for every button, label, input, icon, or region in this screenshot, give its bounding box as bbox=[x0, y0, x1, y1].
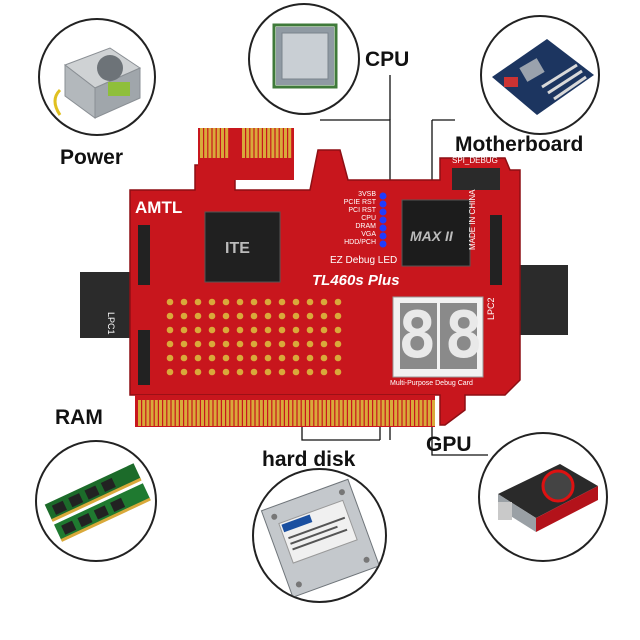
hard-disk-photo bbox=[252, 468, 387, 603]
gpu-label: GPU bbox=[426, 433, 472, 456]
lpc1-label: LPC1 bbox=[106, 312, 116, 335]
right-bracket bbox=[520, 265, 568, 335]
chip-right-marking: MAX II bbox=[410, 228, 453, 244]
board-brand: AMTL bbox=[135, 198, 183, 217]
led-label: 3VSB bbox=[358, 191, 376, 198]
test-pads bbox=[166, 298, 342, 376]
ram-label: RAM bbox=[55, 406, 103, 429]
left-bracket bbox=[80, 272, 130, 338]
led-label: PCIE RST bbox=[343, 199, 376, 206]
lpc1-header bbox=[138, 225, 150, 285]
spi-debug-header bbox=[452, 168, 500, 190]
motherboard-photo bbox=[480, 15, 600, 135]
debug-leds bbox=[379, 192, 387, 248]
power-label: Power bbox=[60, 146, 124, 169]
post-digits: 88 bbox=[398, 299, 492, 373]
debug-led bbox=[379, 232, 387, 240]
chip-left bbox=[204, 211, 281, 283]
debug-led bbox=[379, 224, 387, 232]
cpu-label: CPU bbox=[365, 48, 410, 71]
bottom-gold-fingers bbox=[138, 400, 435, 426]
post-caption: Multi-Purpose Debug Card bbox=[390, 380, 473, 387]
debug-led bbox=[379, 216, 387, 224]
debug-led bbox=[379, 240, 387, 248]
ez-debug-label: EZ Debug LED bbox=[330, 255, 398, 266]
gpu-photo bbox=[478, 432, 608, 562]
chip-right bbox=[401, 199, 471, 267]
cpu-photo bbox=[248, 3, 360, 115]
board-model: TL460s Plus bbox=[312, 272, 400, 289]
ram-photo bbox=[35, 440, 157, 562]
led-label: HDD/PCH bbox=[344, 239, 376, 246]
debug-led bbox=[379, 192, 387, 200]
led-label: PCI RST bbox=[348, 207, 376, 214]
debug-led bbox=[379, 200, 387, 208]
chip-left-marking: ITE bbox=[225, 240, 250, 257]
led-label: VGA bbox=[361, 231, 376, 238]
top-gold-fingers bbox=[198, 128, 294, 180]
power-supply-photo bbox=[38, 18, 156, 136]
spi-debug-label: SPI_DEBUG bbox=[452, 156, 498, 165]
led-label: DRAM bbox=[355, 223, 376, 230]
debug-led bbox=[379, 208, 387, 216]
led-label: CPU bbox=[361, 215, 376, 222]
top-gold-fingers-pins bbox=[200, 128, 292, 158]
hard-disk-label: hard disk bbox=[262, 448, 356, 471]
motherboard-label: Motherboard bbox=[455, 133, 584, 156]
lpc2-header bbox=[490, 215, 502, 285]
made-in-label: MADE IN CHINA bbox=[468, 189, 477, 250]
